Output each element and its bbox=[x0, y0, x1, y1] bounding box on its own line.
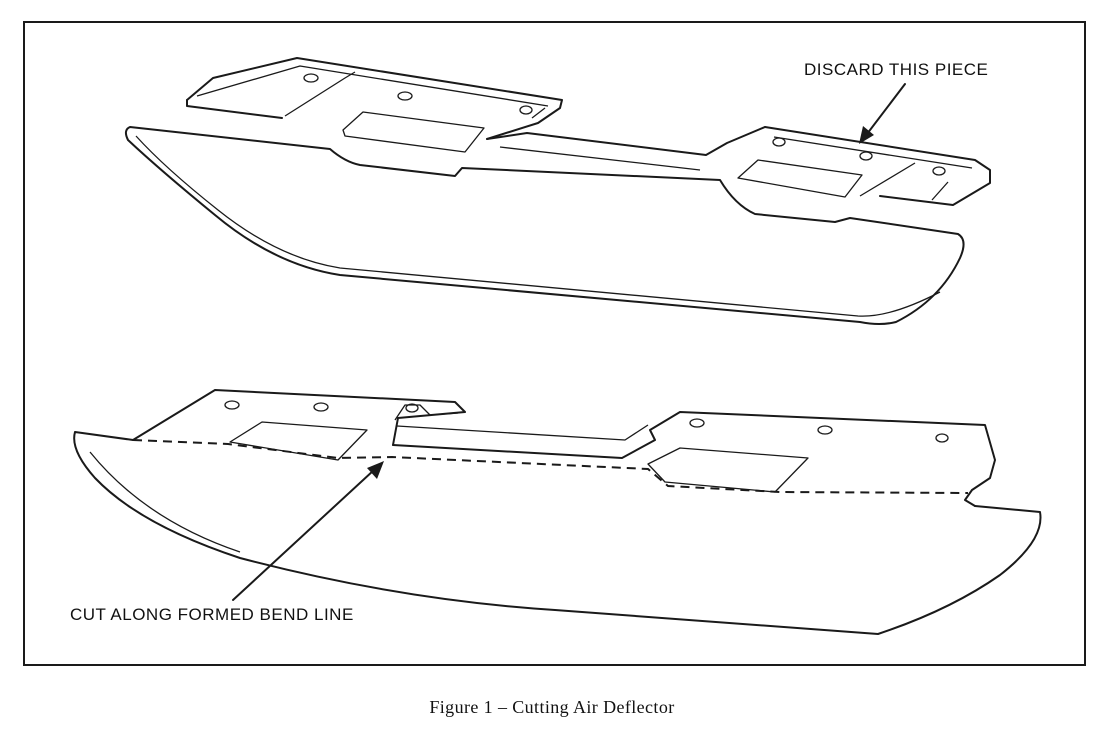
figure-caption: Figure 1 – Cutting Air Deflector bbox=[429, 697, 675, 717]
discard-piece-right-flange bbox=[764, 126, 991, 206]
discard-piece-left-flange bbox=[186, 57, 563, 140]
upper-deflector-blade bbox=[124, 126, 965, 325]
lower-deflector-assembly bbox=[73, 389, 1042, 635]
discard-arrow bbox=[859, 83, 906, 144]
cut-line-label: CUT ALONG FORMED BEND LINE bbox=[70, 605, 354, 624]
figure-frame bbox=[23, 21, 1086, 666]
cut-arrow bbox=[232, 461, 384, 601]
formed-bend-line bbox=[132, 439, 969, 494]
upper-deflector-assembly bbox=[124, 57, 991, 325]
discard-piece-label: DISCARD THIS PIECE bbox=[804, 60, 989, 79]
lower-deflector-blade bbox=[73, 431, 1042, 635]
